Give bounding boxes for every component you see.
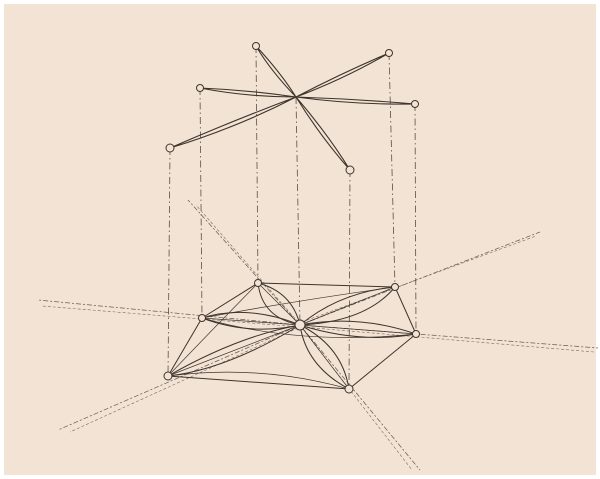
upper-star-tip-node — [346, 166, 354, 174]
ground-rays — [38, 200, 598, 470]
upper-star-tip-node — [253, 43, 260, 50]
upper-star-tip-node — [412, 101, 419, 108]
lower-petals — [168, 283, 416, 389]
lower-vertex-node — [199, 315, 206, 322]
upper-star-tip-node — [166, 144, 174, 152]
upper-star-tip-node — [386, 50, 393, 57]
lower-vertex-node — [255, 280, 262, 287]
lower-vertex-node — [413, 331, 420, 338]
lower-nodes — [164, 280, 420, 394]
upper-star — [166, 43, 419, 175]
lower-vertex-node — [164, 372, 172, 380]
interior-arcs — [168, 283, 416, 389]
lower-spokes — [168, 283, 416, 389]
center-node — [295, 320, 305, 330]
upper-star-tip-node — [197, 85, 204, 92]
lower-vertex-node — [392, 284, 399, 291]
lower-vertex-node — [345, 385, 353, 393]
lower-hexagon — [168, 283, 416, 389]
